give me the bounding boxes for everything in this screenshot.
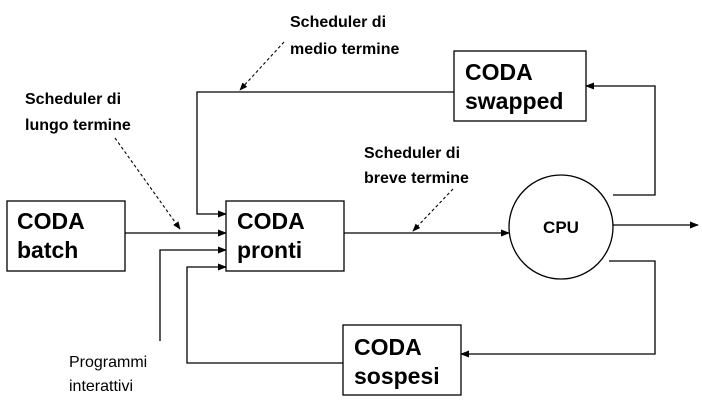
cpu-to-sospesi-arrow	[460, 260, 656, 358]
lungo-scheduler-pointer	[114, 137, 181, 230]
coda-pronti-title: CODA	[237, 208, 305, 234]
cpu-label: CPU	[543, 218, 579, 237]
coda-sospesi-box: CODA sospesi	[342, 324, 462, 396]
sospesi-to-pronti-arrow	[186, 263, 343, 364]
scheduler-lungo-line1: Scheduler di	[25, 91, 121, 108]
coda-batch-title: CODA	[17, 208, 85, 234]
scheduler-breve-label: Scheduler di breve termine	[364, 145, 469, 187]
scheduler-breve-line1: Scheduler di	[364, 145, 460, 162]
interactive-to-pronti-arrow	[159, 246, 227, 341]
scheduler-breve-line2: breve termine	[364, 170, 469, 187]
coda-swapped-box: CODA swapped	[453, 50, 587, 122]
scheduler-lungo-line2: lungo termine	[25, 117, 131, 134]
programmi-interattivi-label: Programmi interattivi	[69, 354, 147, 395]
scheduler-medio-line2: medio termine	[290, 41, 399, 58]
coda-sospesi-name: sospesi	[354, 363, 440, 389]
scheduler-lungo-label: Scheduler di lungo termine	[25, 91, 131, 134]
swapped-to-pronti-arrow	[196, 91, 454, 218]
cpu-node: CPU	[508, 174, 614, 280]
programmi-interattivi-line1: Programmi	[69, 354, 147, 371]
coda-batch-name: batch	[17, 237, 78, 263]
coda-batch-box: CODA batch	[6, 200, 126, 272]
medio-scheduler-pointer	[239, 41, 285, 91]
coda-swapped-name: swapped	[465, 88, 563, 114]
coda-pronti-box: CODA pronti	[225, 200, 345, 272]
scheduler-medio-label: Scheduler di medio termine	[290, 14, 399, 58]
cpu-to-swapped-arrow	[585, 82, 656, 196]
coda-sospesi-title: CODA	[354, 334, 422, 360]
coda-swapped-title: CODA	[465, 59, 533, 85]
coda-pronti-name: pronti	[237, 237, 302, 263]
programmi-interattivi-line2: interattivi	[69, 378, 133, 395]
breve-scheduler-pointer	[412, 188, 454, 232]
scheduler-medio-line1: Scheduler di	[290, 14, 386, 31]
